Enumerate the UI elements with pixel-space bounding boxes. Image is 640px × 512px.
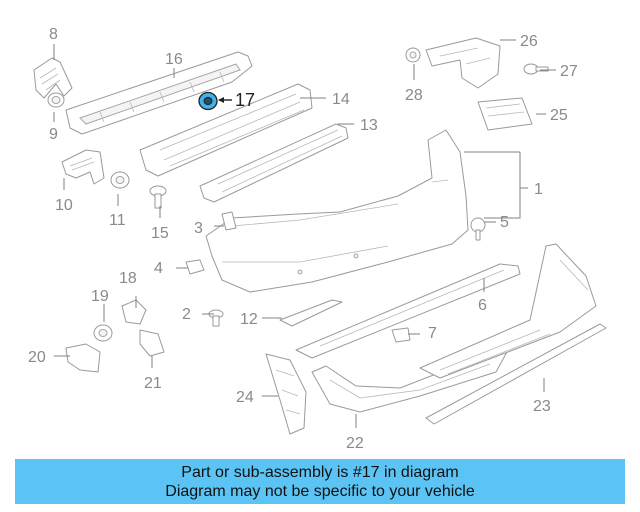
callout-10: 10 (55, 197, 73, 214)
callout-24: 24 (236, 389, 254, 406)
part-13-absorber[interactable] (199, 123, 349, 203)
part-12-reflector[interactable] (279, 299, 343, 327)
callout-25: 25 (550, 107, 568, 124)
part-6-strip[interactable] (295, 263, 521, 359)
callout-6: 6 (478, 297, 487, 314)
part-5-sensor[interactable] (470, 217, 486, 241)
part-15-bolt[interactable] (149, 185, 167, 209)
callout-13: 13 (360, 117, 378, 134)
part-16-reinforcement[interactable] (65, 51, 253, 135)
banner-line-2: Diagram may not be specific to your vehi… (165, 482, 475, 500)
callout-5: 5 (500, 214, 509, 231)
callout-28: 28 (405, 87, 423, 104)
info-banner: Part or sub-assembly is #17 in diagram D… (15, 459, 625, 504)
part-20-bracket[interactable] (65, 343, 101, 373)
part-11-nut[interactable] (110, 171, 130, 189)
callout-21: 21 (144, 375, 162, 392)
callout-26: 26 (520, 33, 538, 50)
callout-19: 19 (91, 288, 109, 305)
callout-8: 8 (49, 26, 58, 43)
callout-18: 18 (119, 270, 137, 287)
part-9-clip[interactable] (47, 92, 65, 108)
part-26-bracket[interactable] (425, 37, 501, 89)
callout-labels: 1 2 3 4 5 6 7 8 9 10 11 12 13 14 15 16 1… (28, 26, 578, 452)
part-25-module[interactable] (477, 97, 533, 131)
callout-11: 11 (109, 212, 126, 229)
callout-7: 7 (428, 325, 437, 342)
callout-3: 3 (194, 220, 203, 237)
parts-diagram: 1 2 3 4 5 6 7 8 9 10 11 12 13 14 15 16 1… (28, 26, 607, 452)
part-7-clip[interactable] (391, 327, 411, 343)
callout-27: 27 (560, 63, 578, 80)
callout-9: 9 (49, 126, 58, 143)
part-10-bracket[interactable] (61, 149, 105, 185)
callout-17-arrowhead (218, 97, 224, 103)
part-3-pin[interactable] (221, 211, 237, 231)
part-14-impact-bar[interactable] (139, 83, 313, 177)
callout-1: 1 (534, 181, 543, 198)
callout-12: 12 (240, 311, 258, 328)
part-8-bracket[interactable] (33, 57, 73, 99)
callout-23: 23 (533, 398, 551, 415)
callout-14: 14 (332, 91, 350, 108)
part-1-bumper-cover[interactable] (205, 129, 469, 293)
banner-line-1: Part or sub-assembly is #17 in diagram (181, 463, 459, 481)
part-24-trim[interactable] (265, 353, 307, 435)
callout-17: 17 (235, 90, 255, 110)
part-18-sensor[interactable] (121, 299, 147, 325)
callout-4: 4 (154, 260, 163, 277)
callout-22: 22 (346, 435, 364, 452)
callout-16: 16 (165, 51, 183, 68)
part-19-grommet[interactable] (93, 324, 113, 342)
part-21-bracket[interactable] (139, 329, 165, 357)
callout-2: 2 (182, 306, 191, 323)
part-23-lower-cover[interactable] (419, 243, 607, 425)
part-27-bolt[interactable] (523, 63, 549, 75)
part-2-bolt[interactable] (208, 309, 224, 327)
part-17-clip-nut[interactable] (198, 91, 218, 111)
leader-lines (53, 39, 556, 428)
callout-20: 20 (28, 349, 46, 366)
part-28-nut[interactable] (405, 47, 421, 63)
part-4-clip[interactable] (185, 259, 205, 275)
callout-15: 15 (151, 225, 169, 242)
